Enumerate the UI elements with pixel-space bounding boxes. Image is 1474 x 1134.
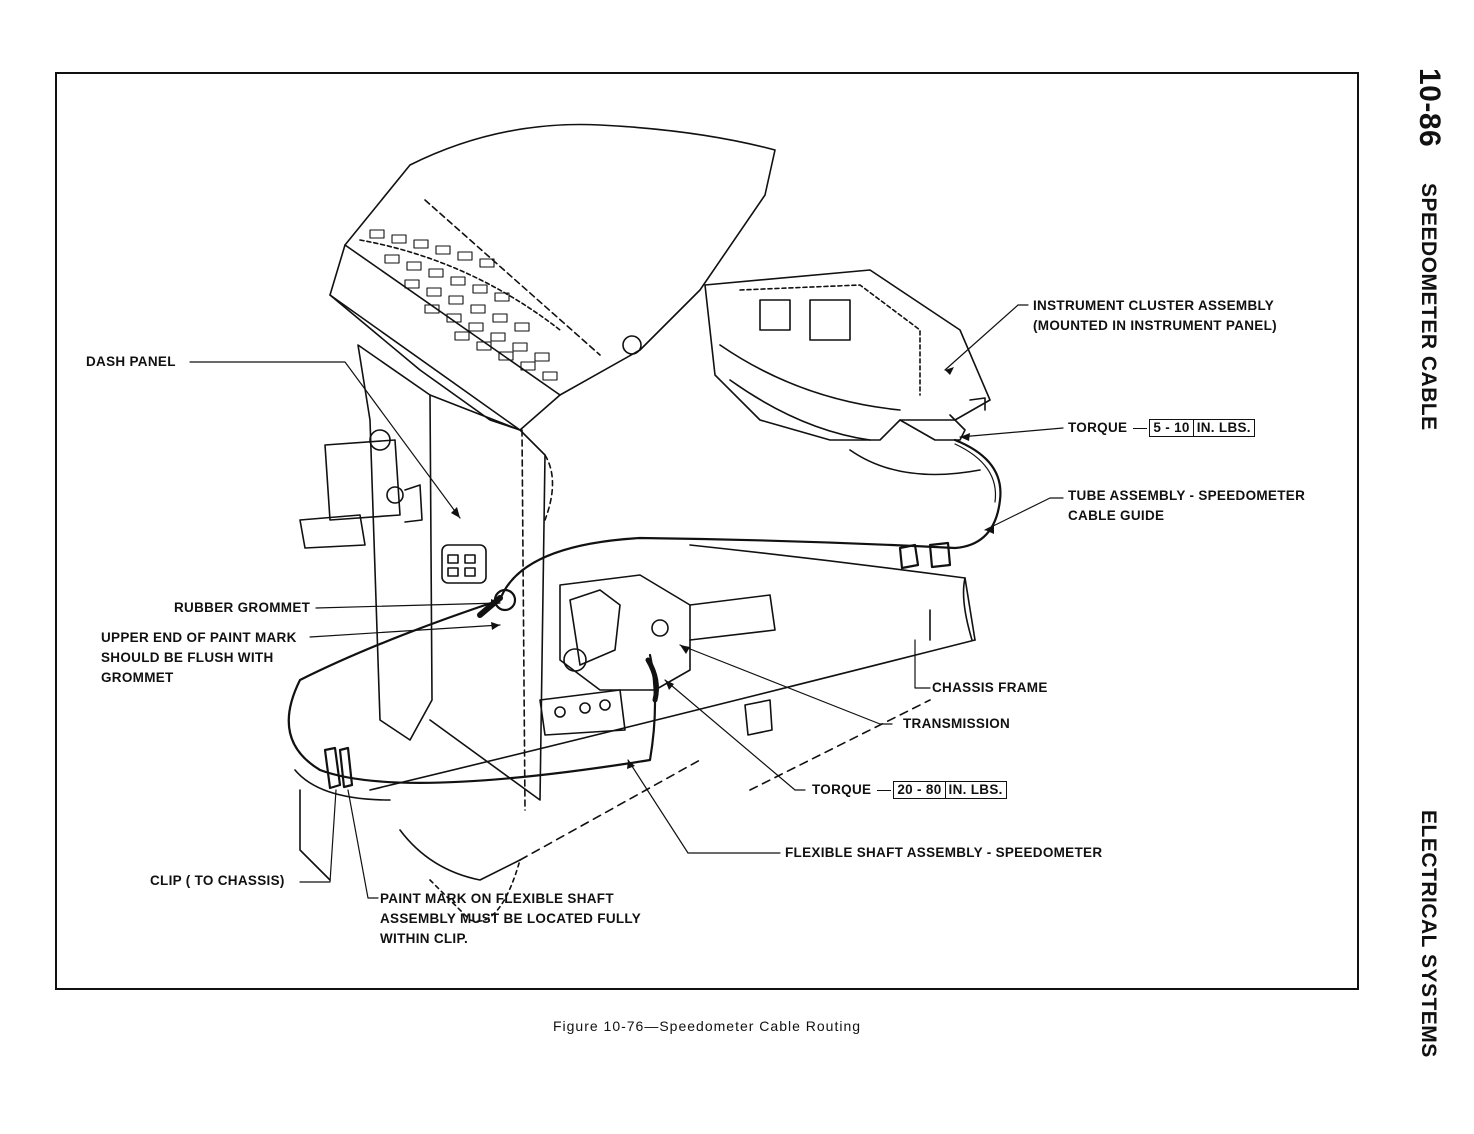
callout-rubber-grommet: RUBBER GROMMET [174,600,311,615]
chapter-title: ELECTRICAL SYSTEMS [1417,810,1440,1058]
callout-paint-mark-clip: PAINT MARK ON FLEXIBLE SHAFT ASSEMBLY MU… [380,889,641,949]
torque-lower-label: TORQUE [812,782,872,797]
callout-dash-panel: DASH PANEL [86,354,176,369]
torque-upper-dash [1133,427,1148,429]
callout-tube-assembly: TUBE ASSEMBLY - SPEEDOMETER CABLE GUIDE [1068,486,1305,526]
torque-lower-value: 20 - 80 [893,781,946,799]
leader-lines [189,304,1064,899]
callout-chassis-frame: CHASSIS FRAME [932,680,1048,695]
callout-transmission: TRANSMISSION [903,716,1011,731]
instrument-cluster [704,269,991,476]
callout-tube-assembly-line1: TUBE ASSEMBLY - SPEEDOMETER [1068,488,1306,503]
callout-clip-chassis: CLIP ( TO CHASSIS) [150,873,285,888]
callout-instrument-cluster: INSTRUMENT CLUSTER ASSEMBLY (MOUNTED IN … [1033,296,1277,336]
callout-paint-mark-upper-line3: GROMMET [101,670,174,685]
callout-paint-mark-upper-line2: SHOULD BE FLUSH WITH [101,650,274,665]
torque-upper-label: TORQUE [1068,420,1128,435]
chassis-frame [294,544,976,922]
figure-frame [55,72,1359,990]
torque-lower-dash [877,789,892,791]
section-title: SPEEDOMETER CABLE [1417,183,1440,431]
dash-panel-shape [357,344,554,811]
dash-top-panel [329,123,776,431]
master-cylinder [299,429,423,549]
torque-upper-unit: IN. LBS. [1193,419,1255,437]
callout-paint-mark-upper-line1: UPPER END OF PAINT MARK [101,630,297,645]
transmission-shape [539,574,776,736]
callout-paint-mark-upper: UPPER END OF PAINT MARK SHOULD BE FLUSH … [101,628,297,688]
callout-instrument-cluster-line1: INSTRUMENT CLUSTER ASSEMBLY [1033,298,1275,313]
callout-paint-mark-clip-line3: WITHIN CLIP. [380,931,469,946]
callout-paint-mark-clip-line1: PAINT MARK ON FLEXIBLE SHAFT [380,891,614,906]
callout-flexible-shaft: FLEXIBLE SHAFT ASSEMBLY - SPEEDOMETER [785,845,1103,860]
callout-instrument-cluster-line2: (MOUNTED IN INSTRUMENT PANEL) [1033,318,1277,333]
section-number: 10-86 [1413,68,1446,148]
torque-upper-value: 5 - 10 [1149,419,1194,437]
callout-paint-mark-clip-line2: ASSEMBLY MUST BE LOCATED FULLY [380,911,642,926]
speedometer-cable [287,438,1002,790]
figure-caption: Figure 10-76—Speedometer Cable Routing [552,1018,862,1034]
callout-tube-assembly-line2: CABLE GUIDE [1068,508,1165,523]
torque-lower-unit: IN. LBS. [945,781,1007,799]
